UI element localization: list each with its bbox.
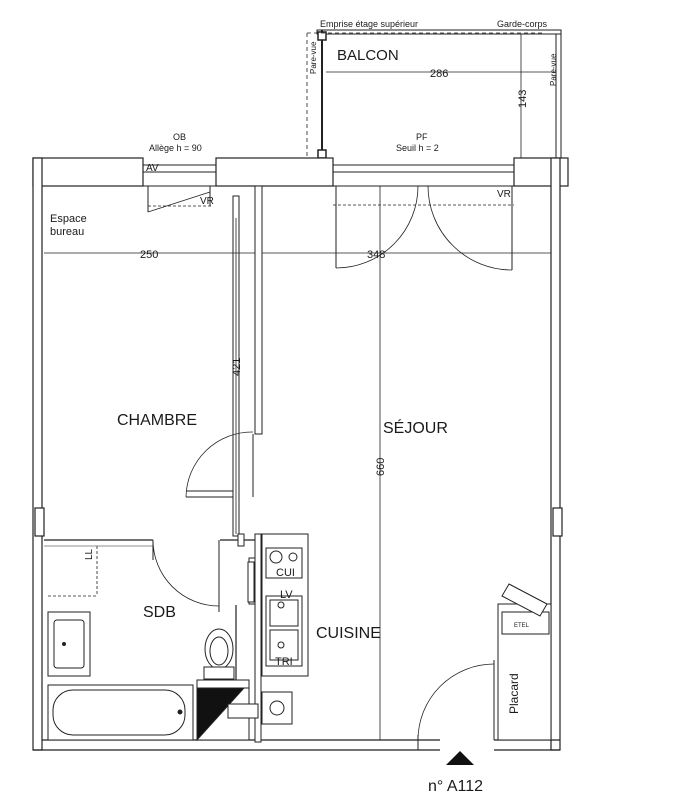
tri-label: TRI: [275, 656, 293, 668]
entrance-arrow-icon: [446, 751, 474, 765]
balcony-width-value: 286: [430, 68, 448, 80]
kitchen-units: [247, 533, 309, 677]
wall-right: [550, 157, 561, 751]
kitchen-wall-unit: [247, 561, 255, 603]
chambre-depth-dim: 421: [231, 358, 243, 376]
etel-box: [501, 611, 550, 635]
emprise-label: Emprise étage supérieur: [320, 19, 418, 29]
wall-top-left: [32, 157, 144, 187]
ll-label: LL: [84, 548, 95, 560]
wall-left: [32, 157, 43, 751]
chambre-width-dim: 250: [140, 249, 158, 261]
cuisine-label: CUISINE: [316, 625, 381, 642]
window-pf: [333, 164, 514, 271]
balcony-depth-value: 143: [517, 90, 529, 108]
cui-label: CUI: [276, 567, 295, 579]
espace-bureau-label-2: bureau: [50, 226, 84, 238]
door-entrance: [417, 660, 495, 750]
door-chambre: [185, 431, 254, 498]
sdb-label: SDB: [143, 604, 176, 621]
wall-chambre-cuisine: [232, 195, 240, 537]
sejour-depth-dim: 660: [375, 458, 387, 476]
cuisine-counter-fixtures: [227, 691, 293, 725]
balcony-label: BALCON: [337, 47, 399, 64]
pare-vue-left-label: Pare-vue: [309, 41, 318, 74]
outer-walls: [32, 157, 569, 751]
dimension-lines: [44, 186, 551, 740]
chambre-label: CHAMBRE: [117, 412, 197, 429]
unit-number: n° A112: [428, 778, 483, 795]
placard: [497, 583, 552, 741]
wall-pier-right: [552, 507, 563, 537]
sejour-label: SÉJOUR: [383, 418, 448, 437]
pf-label: PF: [416, 132, 428, 142]
window-ob: [143, 164, 216, 213]
seuil-label: Seuil h = 2: [396, 143, 439, 153]
av-label: AV: [146, 163, 159, 174]
vr-right-label: VR: [497, 189, 511, 200]
door-sdb: [152, 539, 220, 612]
lv-label: LV: [280, 589, 293, 601]
pare-vue-right-label: Pare-vue: [549, 53, 558, 86]
wall-top-middle: [215, 157, 334, 187]
ob-label: OB: [173, 132, 186, 142]
sejour-width-dim: 348: [367, 249, 385, 261]
balcony-rail-top: [316, 29, 562, 35]
vr-left-label: VR: [200, 196, 214, 207]
balcony-post: [317, 31, 327, 41]
wall-pier-left: [34, 507, 45, 537]
garde-corps-label: Garde-corps: [497, 19, 548, 29]
wall-chambre-sejour: [254, 185, 263, 435]
espace-bureau-label: Espace: [50, 213, 87, 225]
toilet: [203, 628, 235, 680]
bathtub: [47, 684, 194, 741]
etel-label: ETEL: [514, 623, 530, 629]
allege-label: Allège h = 90: [149, 143, 202, 153]
balcony: [306, 29, 562, 159]
washbasin: [47, 611, 91, 677]
placard-label: Placard: [507, 673, 521, 714]
